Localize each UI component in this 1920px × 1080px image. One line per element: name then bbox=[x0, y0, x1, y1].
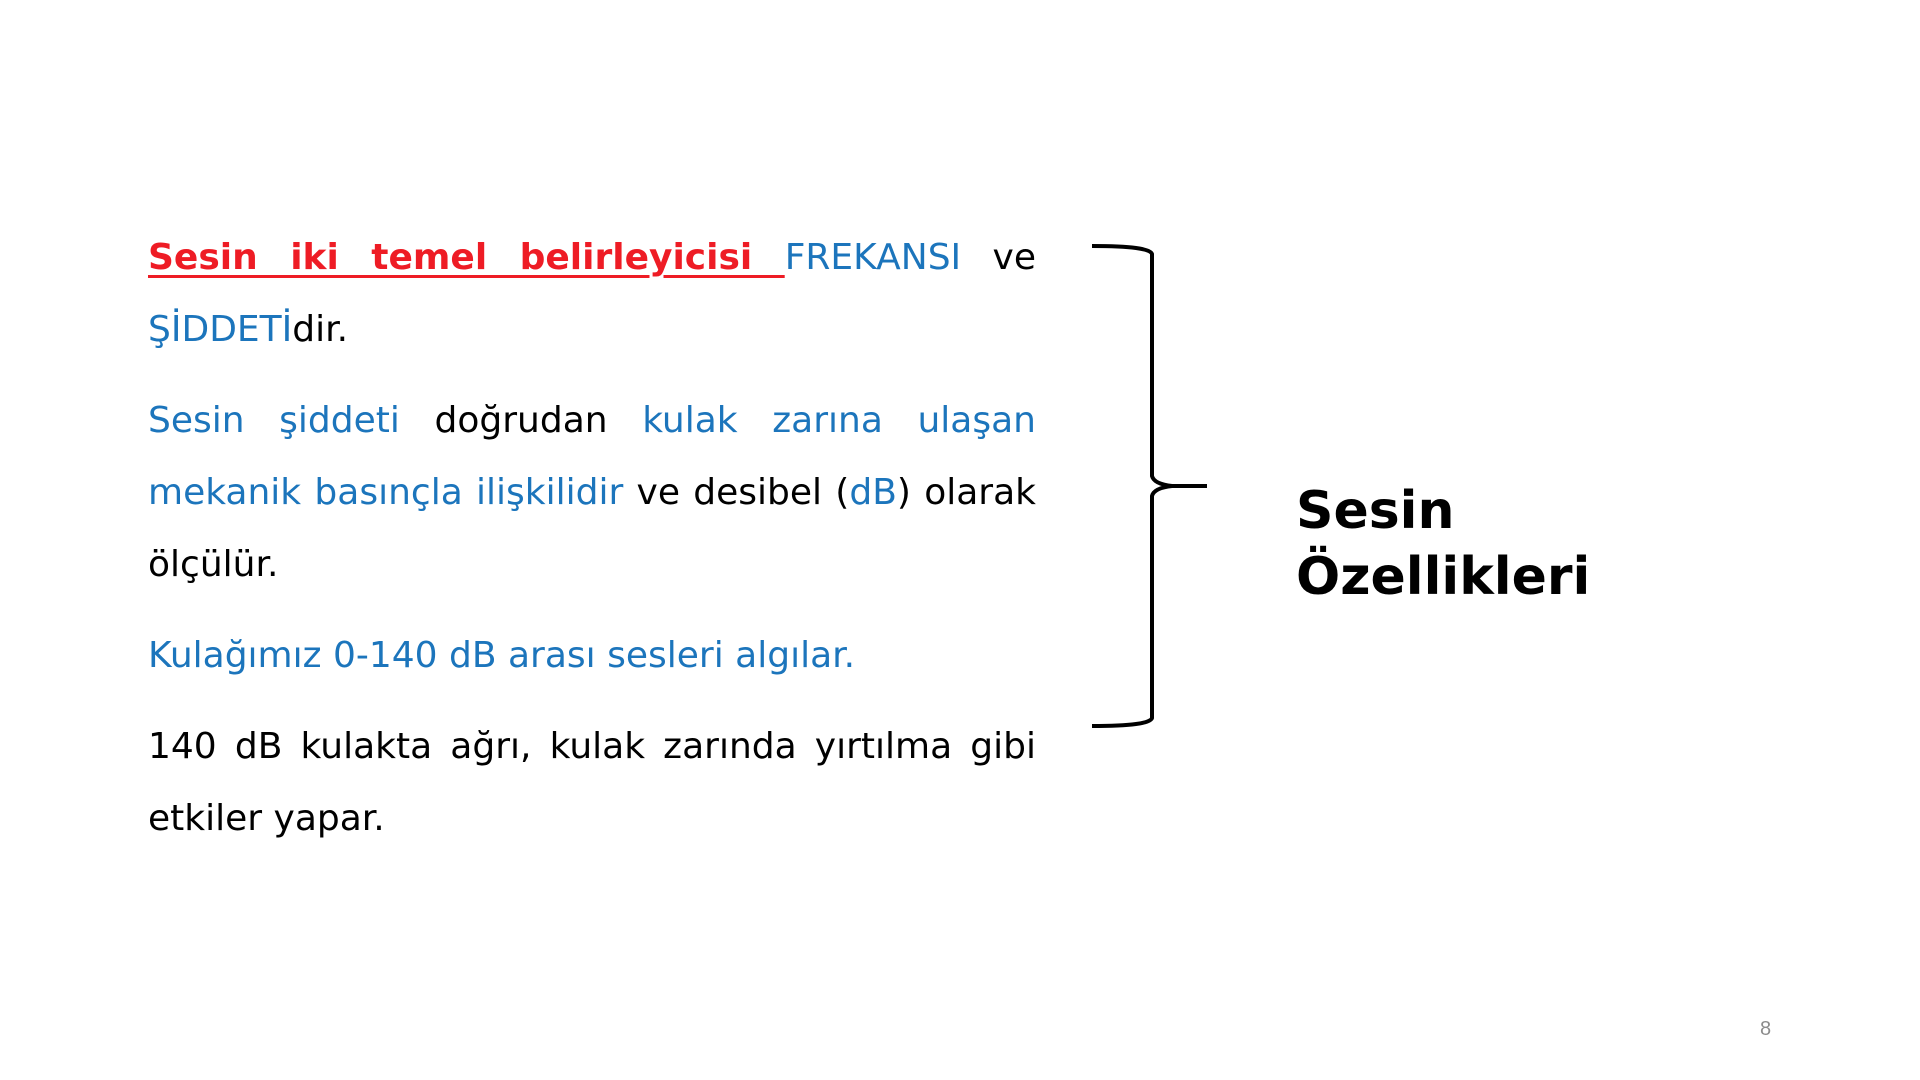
hearing-range-text: Kulağımız 0-140 dB arası sesleri algılar… bbox=[148, 635, 856, 676]
paragraph-intensity: Sesin şiddeti doğrudan kulak zarına ulaş… bbox=[148, 385, 1036, 601]
text-directly: doğrudan bbox=[399, 400, 643, 441]
paragraph-pain-threshold: 140 dB kulakta ağrı, kulak zarında yırtı… bbox=[148, 711, 1036, 855]
keyword-eardrum-pressure: kulak zarına ulaşan mekanik basınçla ili… bbox=[148, 400, 1036, 513]
heading-line-1: Sesin bbox=[1296, 481, 1455, 541]
section-heading: Sesin Özellikleri bbox=[1296, 478, 1590, 610]
paragraph-hearing-range: Kulağımız 0-140 dB arası sesleri algılar… bbox=[148, 620, 1036, 692]
heading-line-2: Özellikleri bbox=[1296, 547, 1591, 607]
emphasis-text: Sesin iki temel belirleyicisi bbox=[148, 237, 785, 278]
page-number: 8 bbox=[1760, 1018, 1772, 1040]
body-text-block: Sesin iki temel belirleyicisi FREKANSI v… bbox=[148, 222, 1036, 874]
paragraph-determinants: Sesin iki temel belirleyicisi FREKANSI v… bbox=[148, 222, 1036, 366]
keyword-sound-intensity: Sesin şiddeti bbox=[148, 400, 400, 441]
right-curly-brace-icon bbox=[1091, 244, 1207, 728]
text-decibel: ve desibel ( bbox=[623, 472, 850, 513]
keyword-frequency: FREKANSI bbox=[784, 237, 962, 278]
text-suffix: dir. bbox=[292, 309, 349, 350]
keyword-intensity: ŞİDDETİ bbox=[148, 309, 293, 350]
keyword-db: dB bbox=[849, 472, 897, 513]
text-measured: ) olarak ölçülür. bbox=[148, 472, 1037, 585]
pain-threshold-text: 140 dB kulakta ağrı, kulak zarında yırtı… bbox=[148, 726, 1036, 839]
text-conjunction: ve bbox=[961, 237, 1036, 278]
